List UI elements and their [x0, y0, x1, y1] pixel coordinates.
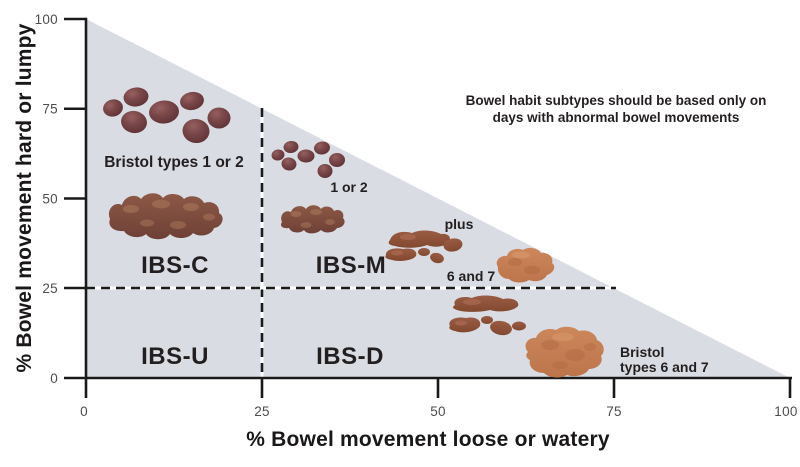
- region-label-ibs-d: IBS-D: [316, 343, 384, 370]
- annotation-bristol-types-1-2: Bristol types 1 or 2: [104, 154, 244, 171]
- annotation-bristol-6-7-line1: Bristol: [620, 344, 664, 360]
- region-label-ibs-m: IBS-M: [316, 252, 387, 279]
- y-tick-label-0: 0: [50, 371, 58, 386]
- stool-pebbles-small-icon: [271, 140, 345, 178]
- x-tick-label-75: 75: [606, 404, 622, 419]
- stool-loose-pieces-upper-icon: [385, 230, 463, 264]
- stool-pebbles-large-icon: [103, 87, 231, 144]
- y-axis-title: % Bowel movement hard or lumpy: [13, 23, 36, 372]
- annotation-6-and-7: 6 and 7: [447, 268, 495, 284]
- note-line-2: days with abnormal bowel movements: [493, 110, 740, 125]
- stool-watery-blob-small-icon: [496, 247, 555, 283]
- stool-watery-blob-large-icon: [525, 326, 604, 378]
- region-labels: IBS-C IBS-M IBS-U IBS-D: [141, 252, 386, 370]
- boundary-lines: [86, 108, 616, 378]
- note-line-1: Bowel habit subtypes should be based onl…: [466, 93, 767, 108]
- stool-lumpy-sausage-large-icon: [108, 193, 223, 240]
- annotation-bristol-6-7-line2: types 6 and 7: [620, 359, 709, 375]
- x-axis-title: % Bowel movement loose or watery: [246, 428, 610, 451]
- annotation-1-or-2: 1 or 2: [330, 179, 368, 195]
- y-tick-label-75: 75: [42, 102, 58, 117]
- y-tick-label-50: 50: [42, 192, 58, 207]
- region-label-ibs-c: IBS-C: [141, 252, 209, 279]
- stool-loose-pieces-lower-icon: [449, 295, 526, 336]
- x-tick-label-50: 50: [430, 404, 446, 419]
- y-tick-label-100: 100: [35, 12, 58, 27]
- y-tick-label-25: 25: [42, 281, 58, 296]
- x-tick-label-100: 100: [774, 404, 797, 419]
- axes: [64, 17, 792, 398]
- region-label-ibs-u: IBS-U: [141, 343, 209, 370]
- note: Bowel habit subtypes should be based onl…: [466, 93, 767, 125]
- x-tick-label-0: 0: [80, 404, 88, 419]
- y-tick-labels: 100 75 50 25 0: [35, 12, 58, 386]
- stool-lumpy-sausage-small-icon: [280, 205, 345, 234]
- annotation-plus: plus: [445, 216, 474, 232]
- x-tick-labels: 0 25 50 75 100: [80, 404, 797, 419]
- x-tick-label-25: 25: [254, 404, 270, 419]
